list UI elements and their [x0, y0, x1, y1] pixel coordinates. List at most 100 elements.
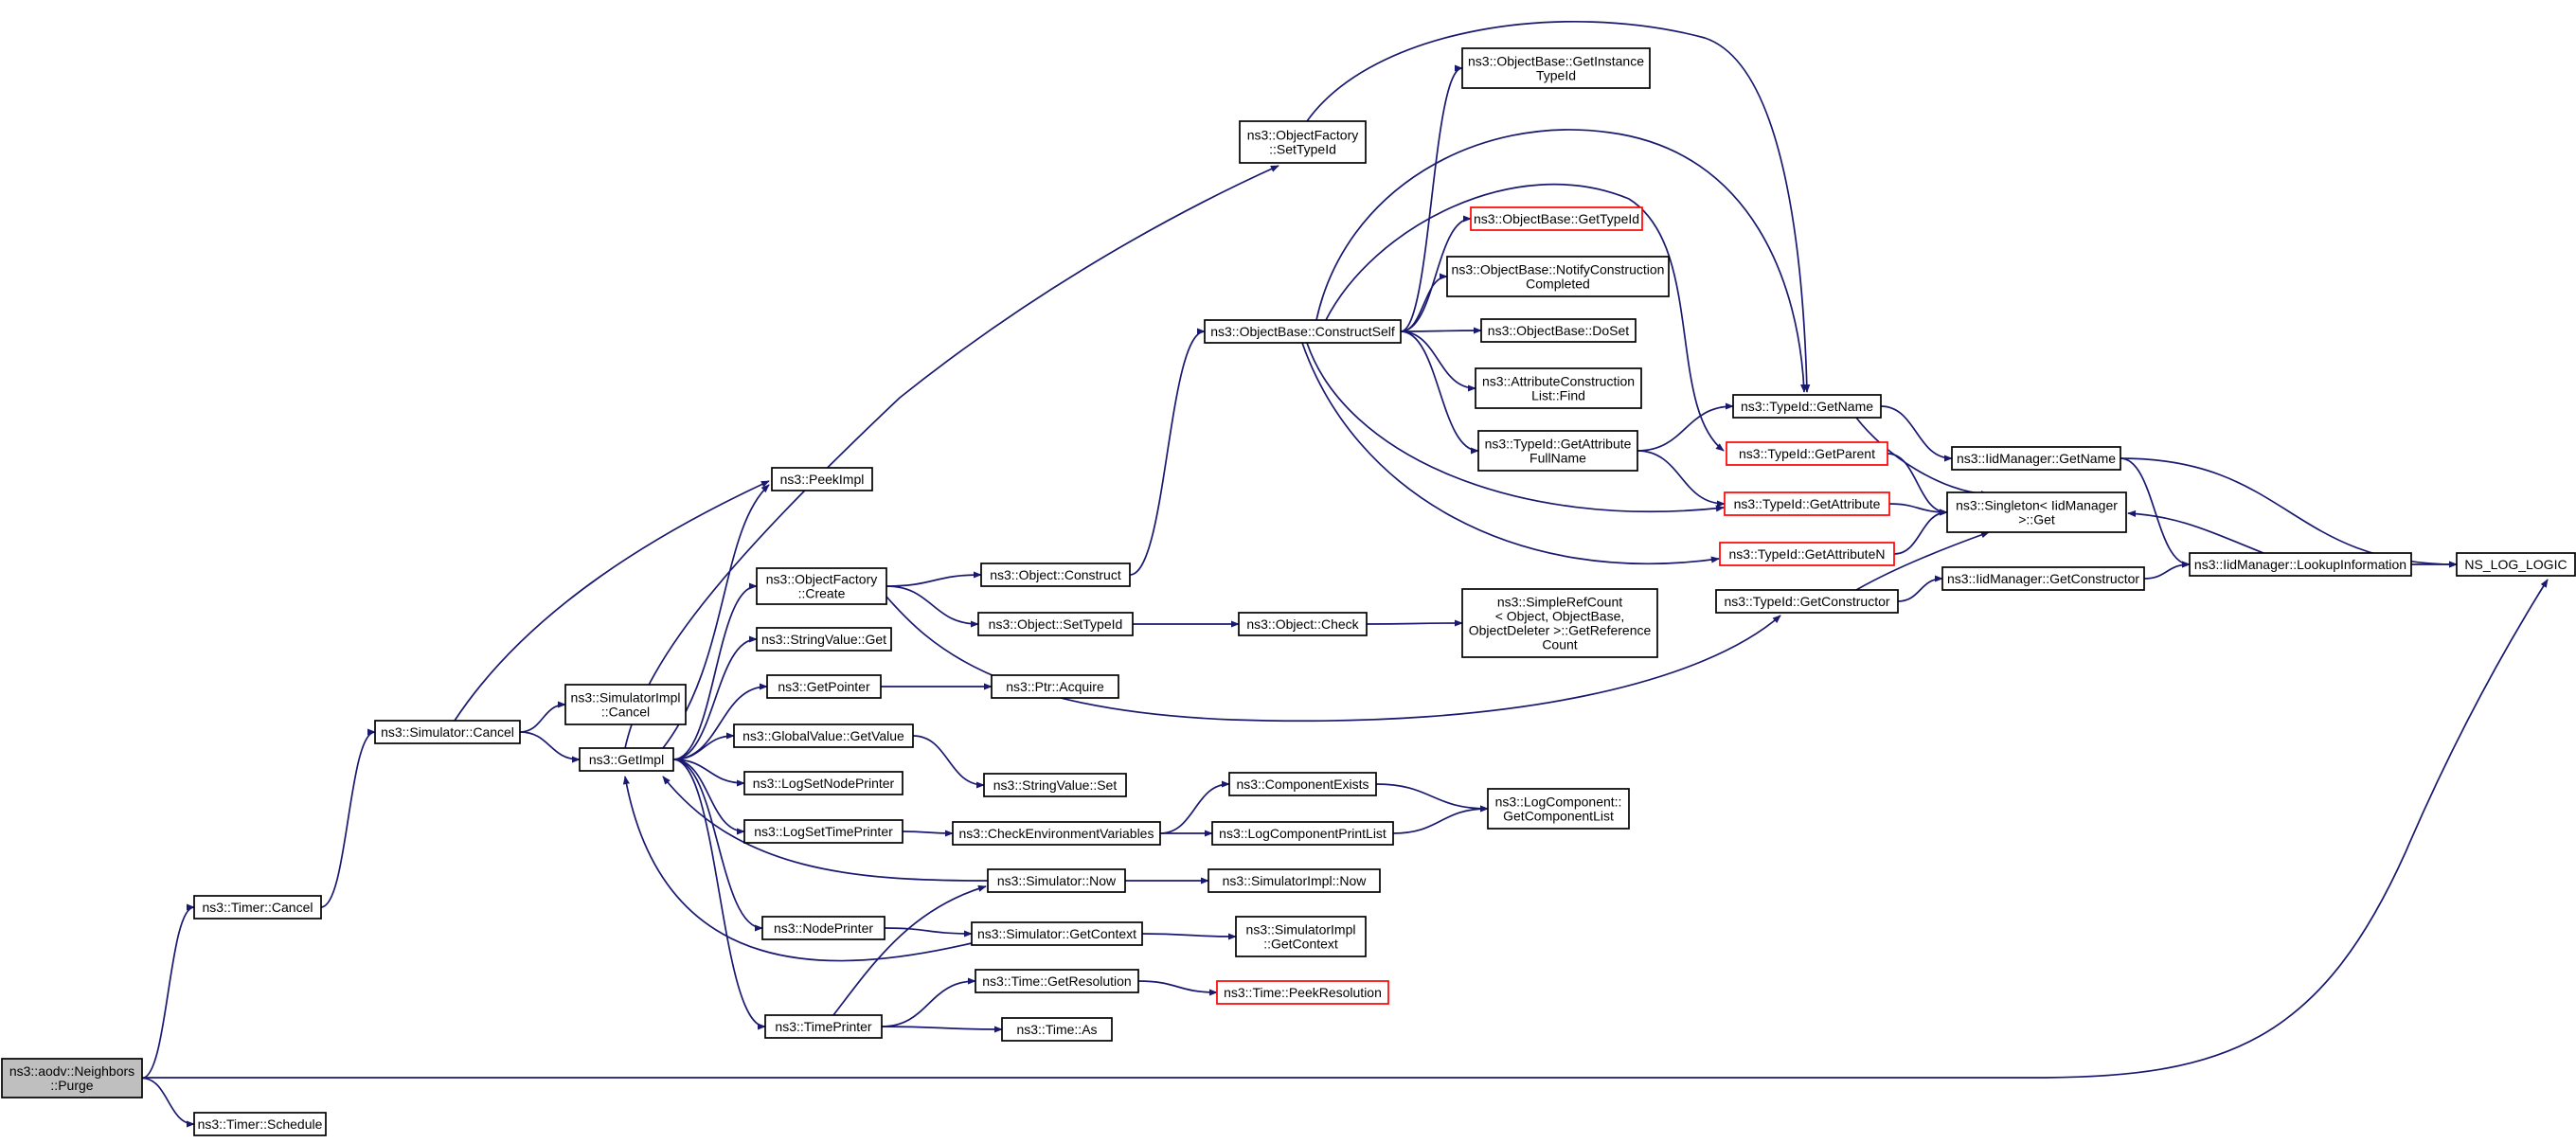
node-label: List::Find — [1531, 388, 1585, 403]
node-label: ns3::SimulatorImpl — [1246, 922, 1356, 938]
node-box — [1238, 612, 1368, 636]
node-box — [761, 916, 886, 940]
function-node-tid-getattribute[interactable]: ns3::TypeId::GetAttribute — [1724, 491, 1890, 516]
node-box — [1946, 491, 2127, 533]
function-node-sim-getcontext[interactable]: ns3::Simulator::GetContext — [971, 921, 1143, 946]
function-node-iidm-getconstructor[interactable]: ns3::IidManager::GetConstructor — [1941, 566, 2145, 591]
call-edge-iidm_getname-to-ns_log_logic — [2120, 457, 2458, 568]
function-node-obj-settypeid[interactable]: ns3::Object::SetTypeId — [977, 612, 1134, 636]
function-node-stringvalue-get[interactable]: ns3::StringValue::Get — [756, 627, 892, 652]
function-node-sim-now[interactable]: ns3::Simulator::Now — [987, 868, 1126, 893]
node-label: ns3::Object::Check — [1246, 616, 1359, 632]
function-node-time-peekres[interactable]: ns3::Time::PeekResolution — [1216, 980, 1389, 1005]
function-node-logsetnodeprinter[interactable]: ns3::LogSetNodePrinter — [743, 771, 903, 795]
call-edge-sim_getcontext-to-getimpl — [622, 776, 973, 962]
call-edge-gv_getvalue-to-stringvalue_set — [912, 735, 985, 789]
function-node-simimpl-now[interactable]: ns3::SimulatorImpl::Now — [1208, 868, 1381, 893]
node-box — [1724, 491, 1890, 516]
function-node-gv-getvalue[interactable]: ns3::GlobalValue::GetValue — [733, 723, 914, 748]
function-node-sim-cancel[interactable]: ns3::Simulator::Cancel — [374, 720, 521, 744]
function-node-simplerefcount[interactable]: ns3::SimpleRefCount< Object, ObjectBase,… — [1461, 588, 1658, 658]
node-label: Count — [1542, 637, 1577, 652]
call-edge-tid_getparent-to-singleton_get — [1887, 453, 1948, 516]
function-node-peekimpl[interactable]: ns3::PeekImpl — [771, 467, 873, 491]
function-node-tid-getconstructor[interactable]: ns3::TypeId::GetConstructor — [1715, 589, 1899, 614]
function-node-simimpl-getcontext[interactable]: ns3::SimulatorImpl::GetContext — [1235, 916, 1367, 957]
node-label: ns3::Simulator::GetContext — [977, 926, 1136, 941]
function-node-logcompprintlist[interactable]: ns3::LogComponentPrintList — [1211, 821, 1394, 846]
node-label: ns3::LogComponent:: — [1495, 795, 1622, 810]
node-box — [1208, 868, 1381, 893]
function-node-tid-getparent[interactable]: ns3::TypeId::GetParent — [1726, 441, 1888, 466]
call-edge-getimpl-to-logsetnodeprinter — [672, 759, 745, 787]
node-label: ns3::ObjectBase::ConstructSelf — [1210, 324, 1395, 339]
node-box — [2456, 552, 2576, 577]
call-edge-obj_check-to-simplerefcount — [1366, 619, 1463, 627]
function-node-ob-gettypeid[interactable]: ns3::ObjectBase::GetTypeId — [1470, 206, 1643, 231]
node-label: ::Create — [798, 586, 846, 601]
node-box — [1001, 1017, 1113, 1042]
node-label: ns3::Simulator::Cancel — [381, 724, 514, 740]
node-box — [977, 612, 1134, 636]
node-box — [1461, 47, 1651, 89]
call-edge-of_settypeid-to-tid_getname — [1306, 21, 1811, 393]
node-label: ns3::LogSetNodePrinter — [753, 776, 895, 791]
function-node-ns-log-logic[interactable]: NS_LOG_LOGIC — [2456, 552, 2576, 577]
function-node-tid-getname[interactable]: ns3::TypeId::GetName — [1732, 394, 1882, 419]
function-node-purge[interactable]: ns3::aodv::Neighbors::Purge — [1, 1058, 143, 1098]
function-node-ob-constructself[interactable]: ns3::ObjectBase::ConstructSelf — [1204, 319, 1402, 344]
node-label: ns3::IidManager::GetConstructor — [1947, 571, 2139, 586]
function-node-time-getres[interactable]: ns3::Time::GetResolution — [975, 969, 1139, 993]
call-edge-sim_getcontext-to-simimpl_getcontext — [1141, 933, 1237, 940]
function-node-nodeprinter[interactable]: ns3::NodePrinter — [761, 916, 886, 940]
call-edges — [141, 21, 2549, 1128]
function-node-iidm-lookup[interactable]: ns3::IidManager::LookupInformation — [2189, 552, 2412, 577]
function-node-of-create[interactable]: ns3::ObjectFactory::Create — [756, 567, 887, 605]
call-edge-timeprinter-to-sim_now — [832, 884, 987, 1016]
function-node-ob-doset[interactable]: ns3::ObjectBase::DoSet — [1480, 318, 1637, 343]
node-label: ns3::AttributeConstruction — [1482, 374, 1635, 389]
function-node-logcomp-getlist[interactable]: ns3::LogComponent::GetComponentList — [1487, 788, 1630, 830]
function-node-checkenv[interactable]: ns3::CheckEnvironmentVariables — [952, 821, 1161, 846]
node-box — [1235, 916, 1367, 957]
node-box — [374, 720, 521, 744]
function-node-compexists[interactable]: ns3::ComponentExists — [1228, 772, 1377, 796]
node-label: ObjectDeleter >::GetReference — [1469, 623, 1652, 638]
node-box — [952, 821, 1161, 846]
function-node-time-as[interactable]: ns3::Time::As — [1001, 1017, 1113, 1042]
node-label: ns3::Time::As — [1016, 1022, 1097, 1037]
function-node-getpointer[interactable]: ns3::GetPointer — [766, 674, 882, 699]
node-label: ns3::SimpleRefCount — [1497, 595, 1622, 610]
node-box — [1461, 588, 1658, 658]
function-nodes: ns3::aodv::Neighbors::Purge ns3::Timer::C… — [1, 47, 2576, 1136]
function-node-getimpl[interactable]: ns3::GetImpl — [579, 747, 674, 772]
node-label: ns3::Object::Construct — [990, 567, 1121, 582]
function-node-iidm-getname[interactable]: ns3::IidManager::GetName — [1951, 446, 2121, 471]
call-edge-ob_constructself-to-acl_find — [1400, 330, 1476, 392]
node-label: ns3::TypeId::GetConstructor — [1724, 594, 1889, 609]
function-node-timeprinter[interactable]: ns3::TimePrinter — [764, 1014, 883, 1039]
function-node-logsettimeprinter[interactable]: ns3::LogSetTimePrinter — [743, 819, 903, 844]
function-node-obj-check[interactable]: ns3::Object::Check — [1238, 612, 1368, 636]
function-node-obj-construct[interactable]: ns3::Object::Construct — [980, 563, 1131, 587]
function-node-timer-schedule[interactable]: ns3::Timer::Schedule — [193, 1112, 327, 1136]
function-node-simimpl-cancel[interactable]: ns3::SimulatorImpl::Cancel — [564, 684, 687, 725]
call-edge-ob_constructself-to-ob_getinstancetypeid — [1400, 64, 1463, 332]
node-label: < Object, ObjectBase, — [1495, 609, 1625, 624]
function-node-ptr-acquire[interactable]: ns3::Ptr::Acquire — [991, 674, 1119, 699]
function-node-ob-notify[interactable]: ns3::ObjectBase::NotifyConstructionCompl… — [1446, 256, 1670, 297]
call-edge-logsettimeprinter-to-checkenv — [902, 830, 954, 837]
node-label: TypeId — [1536, 68, 1576, 83]
function-node-stringvalue-set[interactable]: ns3::StringValue::Set — [983, 773, 1127, 797]
node-box — [193, 1112, 327, 1136]
function-node-singleton-get[interactable]: ns3::Singleton< IidManager>::Get — [1946, 491, 2127, 533]
node-label: ns3::StringValue::Get — [761, 632, 886, 647]
node-label: ns3::ObjectBase::DoSet — [1488, 323, 1630, 338]
call-edge-tid_getname-to-iidm_getname — [1880, 405, 1953, 462]
function-node-of-settypeid[interactable]: ns3::ObjectFactory::SetTypeId — [1239, 120, 1367, 164]
function-node-tid-getattributen[interactable]: ns3::TypeId::GetAttributeN — [1719, 542, 1895, 566]
function-node-timer-cancel[interactable]: ns3::Timer::Cancel — [193, 895, 322, 920]
